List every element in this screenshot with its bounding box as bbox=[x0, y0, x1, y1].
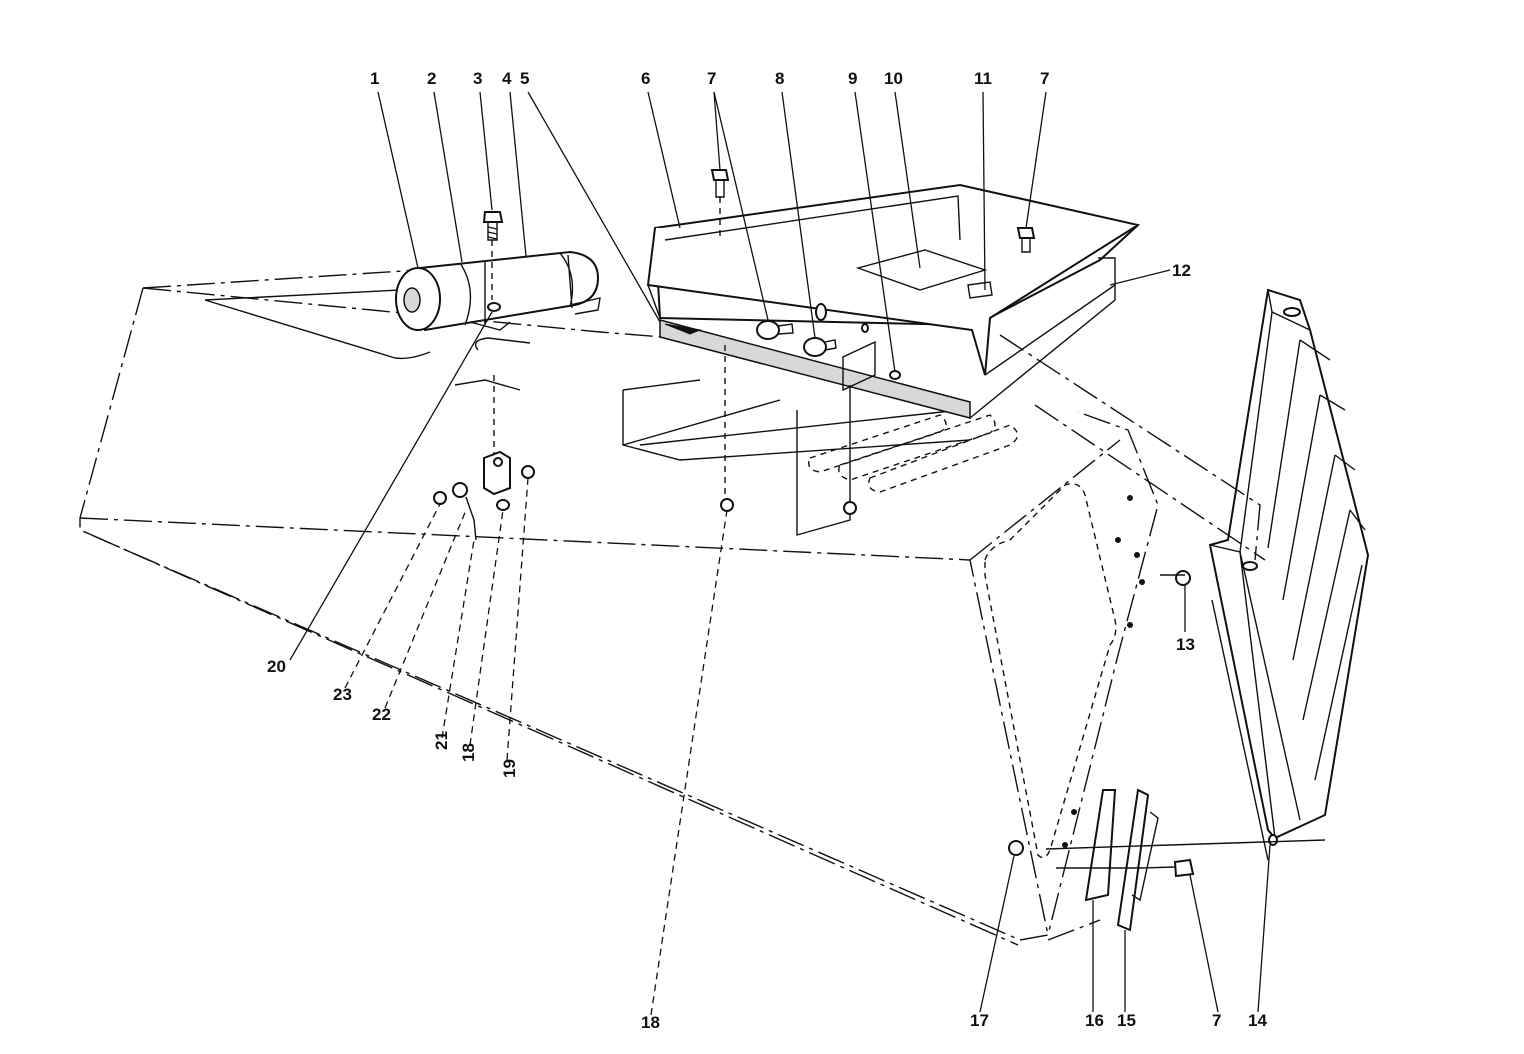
callout-10: 10 bbox=[884, 69, 903, 88]
hood-housing bbox=[79, 269, 1159, 946]
callout-18-bottom: 18 bbox=[641, 1013, 660, 1032]
side-grille-panel bbox=[1175, 288, 1370, 861]
muffler-tank bbox=[395, 250, 601, 332]
hinge-assembly bbox=[1008, 788, 1326, 932]
callout-22: 22 bbox=[372, 705, 391, 724]
callout-7b: 7 bbox=[1040, 69, 1049, 88]
callout-14: 14 bbox=[1248, 1011, 1267, 1030]
callout-4: 4 bbox=[502, 69, 512, 88]
callout-11: 11 bbox=[974, 69, 992, 88]
leader-lines bbox=[289, 91, 1271, 1016]
callout-9: 9 bbox=[848, 69, 857, 88]
callout-7c: 7 bbox=[1212, 1011, 1221, 1030]
hardware-cluster bbox=[433, 375, 734, 541]
callout-12: 12 bbox=[1172, 261, 1191, 280]
callout-17: 17 bbox=[970, 1011, 989, 1030]
callout-7a: 7 bbox=[707, 69, 716, 88]
bolts-on-cover bbox=[710, 169, 1036, 536]
callout-3: 3 bbox=[473, 69, 482, 88]
callout-15: 15 bbox=[1117, 1011, 1136, 1030]
top-cover bbox=[646, 183, 1141, 419]
callout-5: 5 bbox=[520, 69, 529, 88]
callout-23: 23 bbox=[333, 685, 352, 704]
bolt-3 bbox=[482, 211, 504, 312]
callout-19: 19 bbox=[500, 759, 519, 778]
assembly-lines bbox=[999, 334, 1266, 941]
callout-18-cluster: 18 bbox=[459, 743, 478, 762]
callout-21: 21 bbox=[432, 731, 451, 750]
callout-8: 8 bbox=[775, 69, 784, 88]
callout-2: 2 bbox=[427, 69, 436, 88]
callout-1: 1 bbox=[370, 69, 379, 88]
callout-13: 13 bbox=[1176, 635, 1195, 654]
callout-16: 16 bbox=[1085, 1011, 1104, 1030]
callouts: 1 2 3 4 5 6 7 8 9 10 11 7 12 13 14 7 15 … bbox=[267, 69, 1267, 1032]
callout-6: 6 bbox=[641, 69, 650, 88]
callout-20: 20 bbox=[267, 657, 286, 676]
